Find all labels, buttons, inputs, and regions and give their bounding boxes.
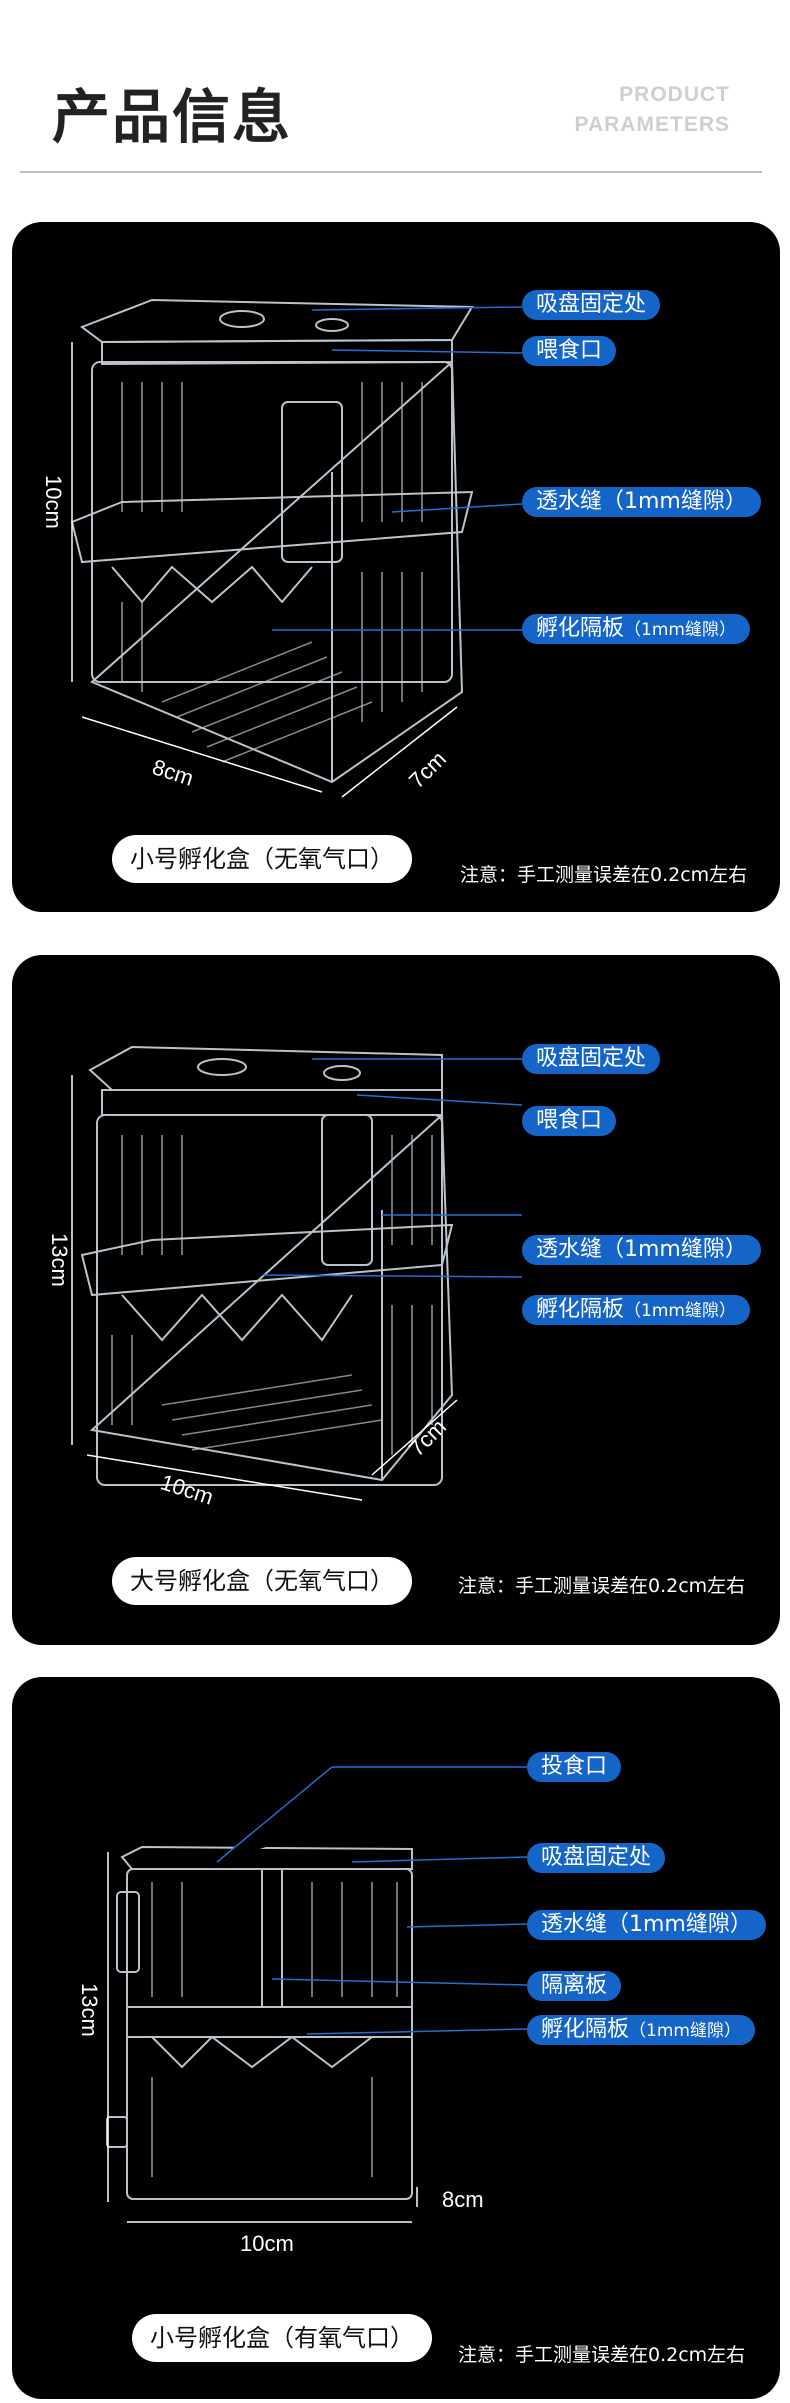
label-slot-2: 透水缝（1mm缝隙） bbox=[522, 1235, 761, 1265]
dim-height-2: 13cm bbox=[47, 1233, 72, 1287]
label-divider-sub-2: （1mm缝隙） bbox=[624, 1301, 736, 1321]
product-name-3: 小号孵化盒（有氧气口） bbox=[132, 2314, 432, 2362]
page-subtitle-en: PRODUCT PARAMETERS bbox=[575, 80, 730, 140]
product-panel-small-with-oxygen: 投食口 吸盘固定处 透水缝（1mm缝隙） 隔离板 孵化隔板（1mm缝隙） 13c… bbox=[12, 1677, 780, 2399]
label-divider-main-3: 孵化隔板 bbox=[541, 2017, 630, 2042]
label-slot-1: 透水缝（1mm缝隙） bbox=[522, 487, 761, 517]
dim-height-3: 13cm bbox=[77, 1983, 102, 2037]
label-divider-sub-1: （1mm缝隙） bbox=[624, 620, 736, 640]
header-divider bbox=[20, 171, 762, 173]
measurement-note-2: 注意：手工测量误差在0.2cm左右 bbox=[458, 1575, 746, 1597]
label-divider-sub-3: （1mm缝隙） bbox=[629, 2021, 741, 2041]
label-divider-2: 孵化隔板（1mm缝隙） bbox=[522, 1295, 750, 1325]
label-feed-2: 喂食口 bbox=[522, 1106, 617, 1136]
dim-width-3: 10cm bbox=[240, 2231, 294, 2256]
label-feed-in-3: 投食口 bbox=[527, 1752, 622, 1782]
product-name-1: 小号孵化盒（无氧气口） bbox=[112, 835, 412, 883]
label-suction-1: 吸盘固定处 bbox=[522, 290, 661, 320]
product-name-2: 大号孵化盒（无氧气口） bbox=[112, 1557, 412, 1605]
measurement-note-1: 注意：手工测量误差在0.2cm左右 bbox=[460, 864, 748, 886]
label-separator-3: 隔离板 bbox=[527, 1971, 622, 2001]
label-divider-main-2: 孵化隔板 bbox=[536, 1297, 625, 1322]
dim-depth-3: 8cm bbox=[442, 2187, 484, 2212]
box-illustration-3 bbox=[106, 1766, 528, 2223]
subtitle-line-1: PRODUCT bbox=[619, 83, 730, 106]
subtitle-line-2: PARAMETERS bbox=[574, 113, 730, 136]
label-suction-3: 吸盘固定处 bbox=[527, 1843, 666, 1873]
dim-height-1: 10cm bbox=[41, 475, 66, 529]
label-slot-3: 透水缝（1mm缝隙） bbox=[527, 1910, 766, 1940]
box-illustration-1 bbox=[70, 298, 523, 798]
measurement-note-3: 注意：手工测量误差在0.2cm左右 bbox=[458, 2344, 746, 2366]
label-feed-1: 喂食口 bbox=[522, 336, 617, 366]
product-panel-large-no-oxygen: 吸盘固定处 喂食口 透水缝（1mm缝隙） 孵化隔板（1mm缝隙） 13cm 10… bbox=[12, 955, 780, 1645]
product-panel-small-no-oxygen: 吸盘固定处 喂食口 透水缝（1mm缝隙） 孵化隔板（1mm缝隙） 10cm 8c… bbox=[12, 222, 780, 912]
label-divider-3: 孵化隔板（1mm缝隙） bbox=[527, 2015, 755, 2045]
box-illustration-2 bbox=[71, 1045, 523, 1501]
page-title: 产品信息 bbox=[52, 83, 293, 151]
label-divider-1: 孵化隔板（1mm缝隙） bbox=[522, 614, 750, 644]
label-divider-main-1: 孵化隔板 bbox=[536, 616, 625, 641]
label-suction-2: 吸盘固定处 bbox=[522, 1044, 661, 1074]
